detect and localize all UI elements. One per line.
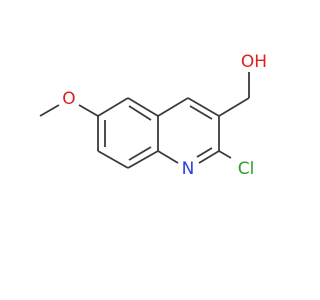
bond-lines <box>39 72 250 169</box>
molecule-structure-diagram: OH O N Cl <box>39 52 267 179</box>
bond-c8-c8a-double <box>128 146 152 161</box>
bond-c7-c8 <box>97 150 129 169</box>
bond-o-ch3 <box>39 104 60 117</box>
bond-c2-cl <box>218 150 232 159</box>
bond-c2-n1-double <box>196 147 213 158</box>
bond-c4-c3 <box>187 97 220 117</box>
bond-c4-c4a <box>157 97 189 117</box>
bond-c4a-c5-double <box>128 105 152 121</box>
bond-c6-o <box>78 104 99 117</box>
bond-c4a-c5 <box>127 97 159 117</box>
bond-c3-ch2 <box>218 97 250 117</box>
chlorine-label: Cl <box>238 159 255 179</box>
bond-c5-c6 <box>97 97 129 117</box>
bond-c2-n1 <box>198 150 220 164</box>
ring-nitrogen-label: N <box>182 159 195 179</box>
atom-labels: OH O N Cl <box>62 52 267 179</box>
bond-c3-c4-double <box>189 105 213 120</box>
bond-n1-c8a <box>157 150 179 164</box>
bond-c8-c8a <box>127 150 159 169</box>
methoxy-oxygen-label: O <box>62 89 75 109</box>
hydroxyl-label: OH <box>241 52 267 72</box>
